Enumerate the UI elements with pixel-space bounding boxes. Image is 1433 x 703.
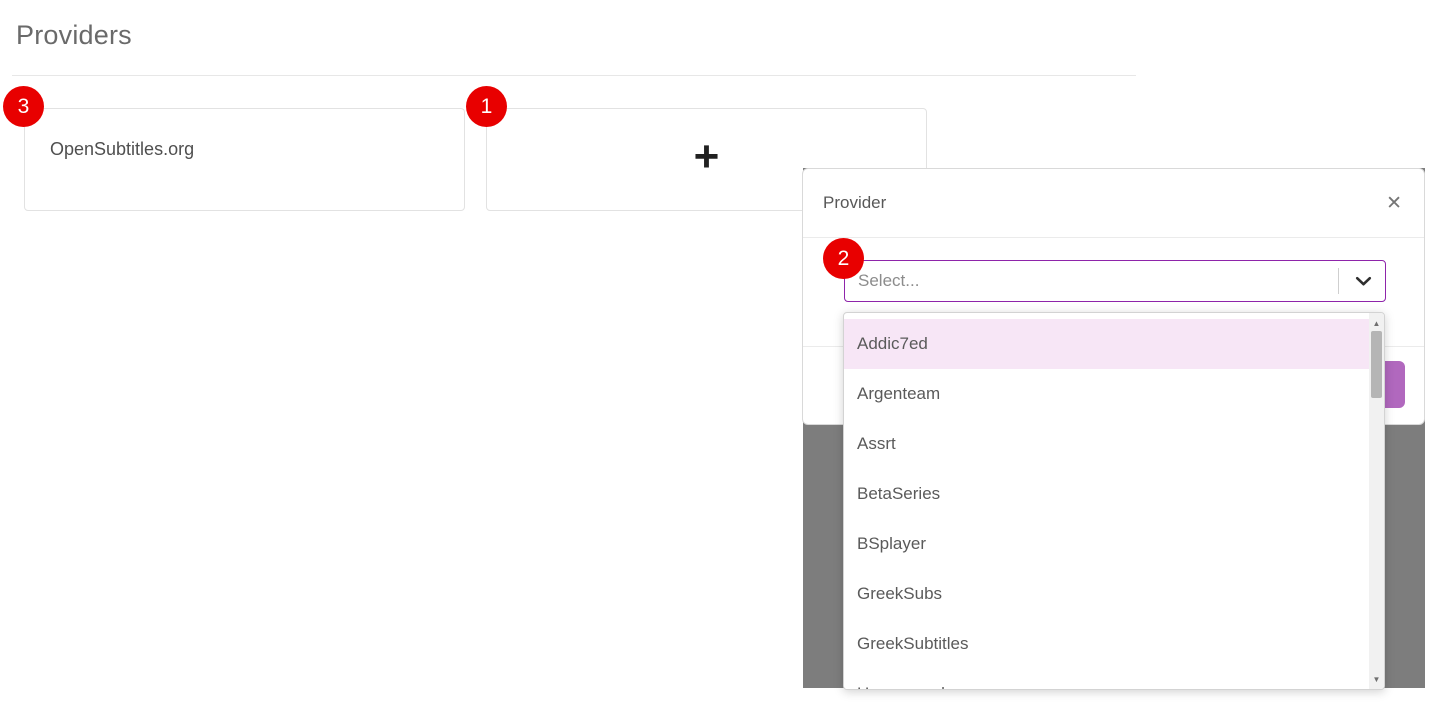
chevron-down-icon[interactable] xyxy=(1354,275,1372,287)
provider-select[interactable]: Select... xyxy=(844,260,1386,302)
annotation-badge-3: 3 xyxy=(3,86,44,127)
dropdown-option[interactable]: Argenteam xyxy=(844,369,1369,419)
add-provider-card[interactable]: + xyxy=(486,108,927,211)
modal-header: Provider ✕ xyxy=(803,169,1424,238)
dropdown-option[interactable]: Assrt xyxy=(844,419,1369,469)
modal-title: Provider xyxy=(823,193,887,212)
annotation-badge-1: 1 xyxy=(466,86,507,127)
provider-card-name: OpenSubtitles.org xyxy=(50,139,195,159)
close-icon: ✕ xyxy=(1386,192,1402,214)
annotation-badge-2: 2 xyxy=(823,238,864,279)
dropdown-option[interactable]: BetaSeries xyxy=(844,469,1369,519)
dropdown-option[interactable]: Addic7ed xyxy=(844,319,1369,369)
dropdown-scrollbar[interactable]: ▲ ▼ xyxy=(1369,313,1384,689)
scroll-down-icon[interactable]: ▼ xyxy=(1372,674,1381,684)
scrollbar-thumb[interactable] xyxy=(1371,331,1382,398)
scroll-up-icon[interactable]: ▲ xyxy=(1372,318,1381,328)
dropdown-option-list: Addic7ed Argenteam Assrt BetaSeries BSpl… xyxy=(844,313,1369,689)
select-separator xyxy=(1338,268,1339,294)
header-divider xyxy=(12,75,1136,76)
dropdown-option[interactable]: GreekSubtitles xyxy=(844,619,1369,669)
modal-close-button[interactable]: ✕ xyxy=(1384,192,1404,215)
select-placeholder: Select... xyxy=(858,271,920,290)
plus-icon: + xyxy=(693,131,720,181)
page-title: Providers xyxy=(16,20,132,50)
dropdown-option[interactable]: BSplayer xyxy=(844,519,1369,569)
dropdown-option[interactable]: Hosszupuska xyxy=(844,669,1369,689)
provider-card-opensubtitles[interactable]: OpenSubtitles.org xyxy=(24,108,465,211)
dropdown-option[interactable]: GreekSubs xyxy=(844,569,1369,619)
provider-dropdown-menu: Addic7ed Argenteam Assrt BetaSeries BSpl… xyxy=(843,312,1385,690)
